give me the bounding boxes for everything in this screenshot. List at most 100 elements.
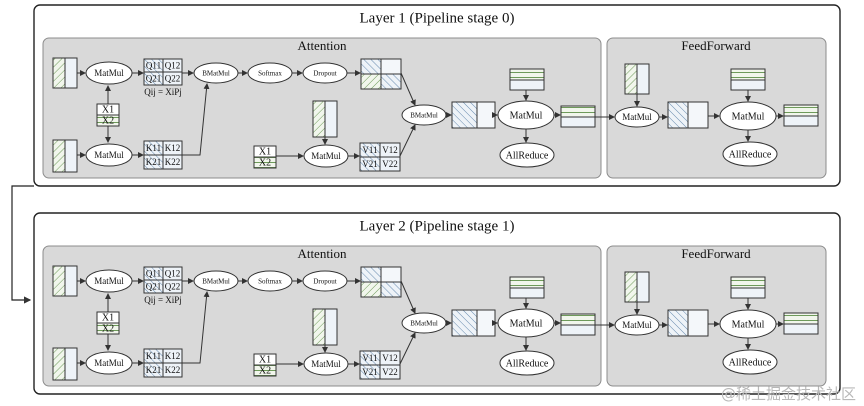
layer-2: Layer 2 (Pipeline stage 1) Attention FeedF… (33, 212, 841, 395)
matmul-out-label: MatMul (510, 318, 543, 329)
scores-cell (380, 281, 402, 298)
q-grid-label: Q21 (146, 282, 162, 292)
edge-k-bmm (182, 291, 210, 364)
weight-q-right (64, 57, 78, 89)
feedforward-panel (606, 245, 827, 387)
v-grid-label: V11 (362, 145, 377, 155)
allreduce-attn-node (499, 142, 555, 168)
ff-out-bottom (783, 115, 819, 127)
ff-hidden-right (687, 101, 709, 129)
bmatmul-1-label: BMatMul (202, 70, 230, 78)
input-x-x1: X1 (102, 104, 114, 115)
matmul-k-label: MatMul (94, 150, 124, 160)
weight-out-top (509, 276, 545, 289)
edge-scores-bmm (400, 72, 416, 106)
weight-ff1-left (624, 271, 638, 303)
q-grid-label: Q11 (146, 61, 161, 71)
attn-out-top (560, 313, 596, 326)
weight-ff1-left (624, 63, 638, 95)
softmax-label: Softmax (258, 70, 282, 78)
v-grid-cell (379, 364, 401, 380)
matmul-out-label: MatMul (510, 110, 543, 121)
edge-k-bmm (182, 83, 210, 156)
matmul-v-label: MatMul (311, 151, 341, 161)
k-grid-label: K21 (146, 157, 162, 167)
q-grid-label: Q12 (165, 269, 181, 279)
input-x-v-x1: X1 (259, 146, 271, 157)
matmul-ff1-label: MatMul (622, 320, 652, 330)
q-grid-cell (162, 71, 183, 86)
k-grid-label: K11 (146, 143, 161, 153)
feedforward-title: FeedForward (681, 246, 751, 261)
matmul-ff2-label: MatMul (732, 319, 765, 330)
attention-title: Attention (297, 246, 347, 261)
weight-q-left (52, 265, 66, 297)
weight-v-right (324, 308, 338, 346)
weight-ff2-bottom (730, 287, 766, 299)
layer-title: Layer 2 (Pipeline stage 1) (360, 218, 515, 234)
formula: Qij = XiPj (144, 295, 182, 305)
scores-cell (380, 266, 402, 283)
weight-ff2-top (730, 68, 766, 81)
scores-cell (360, 58, 382, 75)
weight-ff2-top (730, 276, 766, 289)
k-grid-label: K12 (165, 351, 181, 361)
attention-title: Attention (297, 38, 347, 53)
weight-k-left (52, 139, 66, 173)
ff-hidden-right (687, 309, 709, 337)
allreduce-attn-label: AllReduce (506, 358, 549, 369)
matmul-q-label: MatMul (94, 276, 124, 286)
input-x-v-bottom (253, 364, 277, 377)
scores-cell (360, 266, 382, 283)
weight-ff2-bottom (730, 79, 766, 91)
weight-out-top (509, 68, 545, 81)
weight-q-right (64, 265, 78, 297)
q-grid-label: Q21 (146, 74, 162, 84)
allreduce-attn-node (499, 350, 555, 376)
attn-out-bottom (560, 324, 596, 336)
matmul-ff2-label: MatMul (732, 111, 765, 122)
v-grid-label: V11 (362, 353, 377, 363)
q-grid-label: Q12 (165, 61, 181, 71)
input-x-v-bottom (253, 156, 277, 169)
ff-out-top (783, 104, 819, 117)
scores-cell (360, 73, 382, 90)
weight-out-bottom (509, 287, 545, 299)
scores-cell (360, 281, 382, 298)
allreduce-ff-node (722, 349, 778, 375)
feedforward-panel (606, 37, 827, 179)
q-grid-label: Q22 (165, 74, 181, 84)
layer-title: Layer 1 (Pipeline stage 0) (360, 10, 515, 26)
input-x-x2: X2 (102, 115, 114, 126)
attn-out-top (560, 105, 596, 118)
k-grid-label: K21 (146, 365, 162, 375)
context-right (476, 101, 496, 129)
weight-ff1-right (636, 63, 650, 95)
matmul-v-label: MatMul (311, 359, 341, 369)
k-grid-label: K11 (146, 351, 161, 361)
allreduce-attn-label: AllReduce (506, 150, 549, 161)
input-x-x2: X2 (102, 323, 114, 334)
context-left (451, 309, 478, 337)
k-grid-cell (162, 154, 183, 170)
stage-connector (11, 185, 34, 304)
ff-hidden-left (667, 101, 689, 129)
q-grid-label: Q11 (146, 269, 161, 279)
weight-out-bottom (509, 79, 545, 91)
v-grid-label: V22 (382, 367, 398, 377)
ff-hidden-left (667, 309, 689, 337)
v-grid-label: V12 (382, 145, 398, 155)
input-x-x1: X1 (102, 312, 114, 323)
q-grid-label: Q22 (165, 282, 181, 292)
scores-cell (380, 58, 402, 75)
v-grid-cell (379, 156, 401, 172)
k-grid-label: K22 (165, 157, 181, 167)
scores-cell (380, 73, 402, 90)
formula: Qij = XiPj (144, 87, 182, 97)
weight-ff1-right (636, 271, 650, 303)
edge-scores-bmm (400, 280, 416, 314)
allreduce-ff-label: AllReduce (729, 357, 772, 368)
bmatmul-1-label: BMatMul (202, 278, 230, 286)
